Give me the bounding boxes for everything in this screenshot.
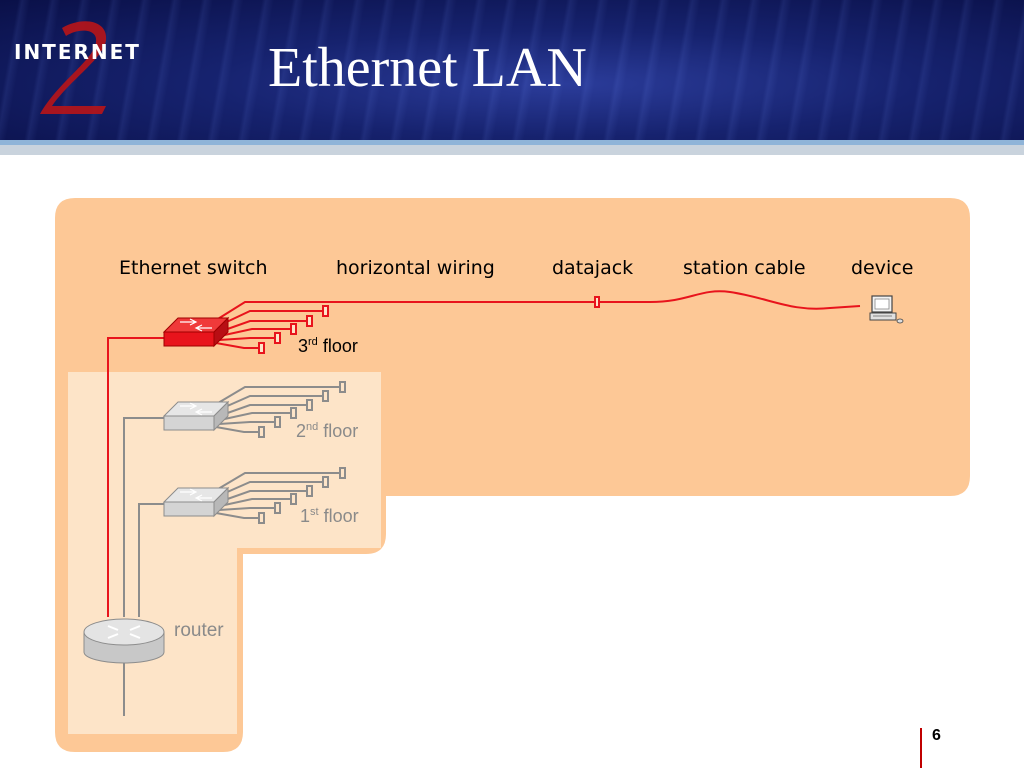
building-outline: [55, 198, 970, 752]
uplink-1st-floor-wire: [138, 503, 165, 617]
label-router: router: [174, 620, 224, 641]
label-datajack: datajack: [552, 257, 634, 279]
floor-label-1st: 1st floor: [300, 506, 359, 526]
label-station-cable: station cable: [683, 257, 806, 279]
header-rule-shadow: [0, 145, 1024, 155]
uplink-2nd-floor-wire: [123, 417, 165, 617]
horizontal-wiring-3rd-floor: [212, 290, 861, 349]
uplink-3rd-floor-wire: [107, 337, 165, 617]
header-rule: [0, 140, 1024, 145]
datajacks-2nd-floor: [258, 381, 346, 438]
internet2-logo: [40, 21, 107, 114]
datajack: [594, 296, 600, 308]
page-number: 6: [932, 727, 941, 744]
ethernet-switch-icon-3rd-floor: [162, 316, 230, 348]
datajacks-1st-floor: [258, 467, 346, 524]
slide-title: Ethernet LAN: [268, 37, 587, 99]
page-number-bar: [920, 728, 922, 768]
floor-label-2nd: 2nd floor: [296, 421, 359, 441]
station-cable: [598, 290, 861, 310]
floor-label-3rd: 3rd floor: [298, 336, 358, 356]
banner-texture: [0, 0, 1024, 140]
computer-device-icon: [869, 295, 904, 324]
logo-wordmark: INTERNET: [14, 40, 141, 64]
ethernet-switch-icon-2nd-floor: [162, 400, 230, 432]
title-banner: INTERNET Ethernet LAN: [0, 0, 1024, 140]
ethernet-switch-icon-1st-floor: [162, 486, 230, 518]
label-ethernet-switch: Ethernet switch: [119, 257, 268, 279]
label-horizontal-wiring: horizontal wiring: [336, 257, 495, 279]
label-device: device: [851, 257, 914, 279]
datajacks-3rd-floor: [258, 296, 600, 354]
router-icon: [83, 618, 165, 664]
